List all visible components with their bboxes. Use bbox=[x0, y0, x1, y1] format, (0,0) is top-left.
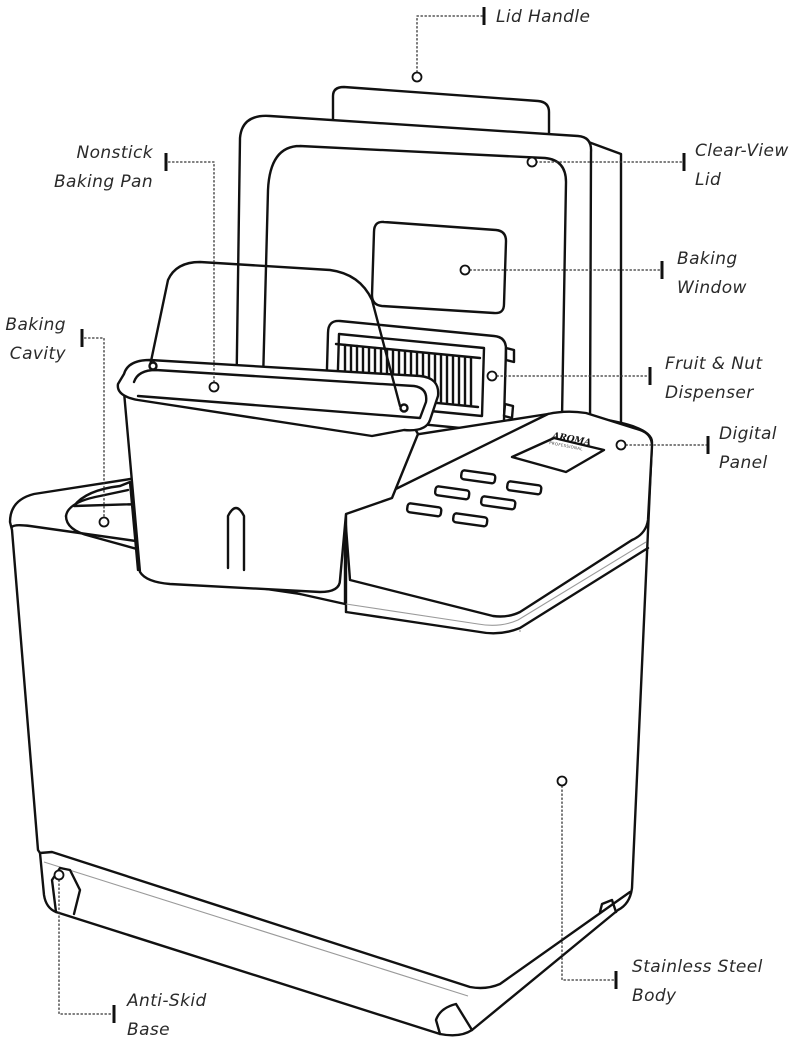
label-nonstick-line1: Nonstick bbox=[76, 143, 153, 163]
label-baking-window-line1: Baking bbox=[677, 249, 738, 269]
panel-buttons bbox=[405, 469, 543, 528]
nonstick-baking-pan-shape bbox=[116, 260, 440, 594]
label-baking-cavity-line2: Cavity bbox=[10, 344, 67, 364]
label-stainless-line2: Body bbox=[632, 986, 677, 1006]
baking-window-shape bbox=[370, 220, 508, 315]
callout-anti-skid-base: Anti-Skid Base bbox=[53, 869, 207, 1040]
label-clear-view-line1: Clear-View bbox=[695, 141, 789, 161]
label-digital-panel-line2: Panel bbox=[719, 453, 768, 473]
label-fruit-nut-line2: Dispenser bbox=[665, 383, 754, 403]
label-nonstick-line2: Baking Pan bbox=[54, 172, 153, 192]
digital-panel-shape: AROMA PROFESSIONAL bbox=[405, 431, 606, 528]
label-clear-view-line2: Lid bbox=[695, 170, 721, 190]
lid-inner-frame bbox=[260, 144, 568, 422]
label-fruit-nut-line1: Fruit & Nut bbox=[665, 354, 763, 374]
panel-button bbox=[459, 469, 497, 485]
callout-clear-view-lid: Clear-View Lid bbox=[526, 141, 789, 190]
callout-fruit-nut-dispenser: Fruit & Nut Dispenser bbox=[486, 354, 763, 403]
callout-stainless-steel-body: Stainless Steel Body bbox=[556, 775, 763, 1006]
label-baking-window-line2: Window bbox=[677, 278, 747, 298]
panel-button bbox=[451, 512, 489, 528]
callout-baking-cavity: Baking Cavity bbox=[5, 315, 110, 528]
callout-nonstick-baking-pan: Nonstick Baking Pan bbox=[54, 143, 220, 393]
panel-button bbox=[505, 480, 543, 496]
callout-digital-panel: Digital Panel bbox=[615, 424, 777, 473]
label-stainless-line1: Stainless Steel bbox=[632, 957, 763, 977]
panel-button bbox=[405, 502, 443, 518]
label-digital-panel-line1: Digital bbox=[719, 424, 777, 444]
label-anti-skid-line1: Anti-Skid bbox=[126, 991, 207, 1011]
display-screen bbox=[510, 436, 606, 474]
panel-button bbox=[433, 485, 471, 501]
label-anti-skid-line2: Base bbox=[127, 1020, 170, 1040]
label-lid-handle: Lid Handle bbox=[496, 7, 590, 27]
brand-tagline: PROFESSIONAL bbox=[549, 440, 584, 452]
panel-button bbox=[479, 495, 517, 511]
label-baking-cavity-line1: Baking bbox=[5, 315, 66, 335]
callout-lid-handle: Lid Handle bbox=[411, 7, 590, 83]
callout-baking-window: Baking Window bbox=[459, 249, 747, 298]
